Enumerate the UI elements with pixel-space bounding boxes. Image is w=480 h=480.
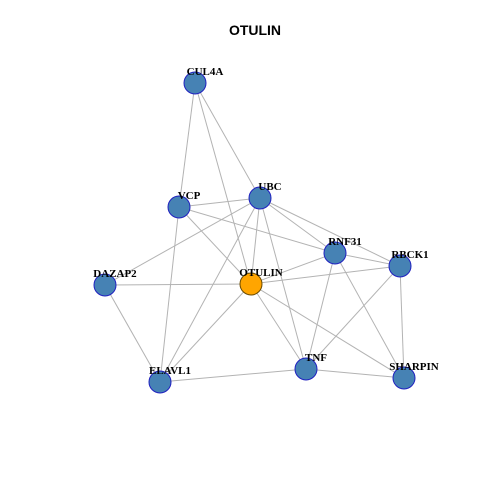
edge-tnf-sharpin [305, 368, 405, 379]
edge-cul4a-vcp [178, 82, 196, 208]
edge-ubc-elavl1 [159, 197, 261, 383]
edge-vcp-otulin [178, 206, 252, 285]
edge-layer [104, 82, 405, 383]
node-circle[interactable] [93, 273, 117, 297]
edge-rbck1-otulin [250, 265, 401, 285]
edge-vcp-ubc [178, 197, 261, 208]
node-dazap2[interactable]: DAZAP2 [93, 268, 137, 297]
edge-ubc-rnf31 [259, 197, 336, 254]
node-label: OTULIN [239, 267, 282, 279]
node-tnf[interactable]: TNF [294, 352, 327, 381]
node-circle[interactable] [323, 241, 347, 265]
node-circle[interactable] [248, 186, 272, 210]
edge-rnf31-tnf [305, 252, 336, 370]
node-circle[interactable] [388, 254, 412, 278]
edge-rnf31-sharpin [334, 252, 405, 379]
node-circle[interactable] [167, 195, 191, 219]
node-otulin[interactable]: OTULIN [239, 267, 283, 296]
edge-ubc-dazap2 [104, 197, 261, 286]
node-label: RBCK1 [391, 249, 428, 261]
node-label: SHARPIN [389, 361, 439, 373]
node-cul4a[interactable]: CUL4A [183, 66, 224, 95]
edge-vcp-elavl1 [159, 206, 180, 383]
node-vcp[interactable]: VCP [167, 190, 201, 219]
edge-cul4a-ubc [194, 82, 261, 199]
node-label: TNF [305, 352, 327, 364]
edge-rnf31-otulin [250, 252, 336, 285]
node-label: RNF31 [328, 236, 362, 248]
edge-dazap2-otulin [104, 283, 252, 286]
node-label: UBC [258, 181, 281, 193]
node-label: ELAVL1 [149, 365, 191, 377]
node-sharpin[interactable]: SHARPIN [389, 361, 439, 390]
edge-cul4a-otulin [194, 82, 252, 285]
node-circle[interactable] [239, 272, 263, 296]
edge-ubc-otulin [250, 197, 261, 285]
edge-rbck1-sharpin [399, 265, 405, 379]
node-circle[interactable] [183, 71, 207, 95]
edge-rbck1-tnf [305, 265, 401, 370]
node-rbck1[interactable]: RBCK1 [388, 249, 429, 278]
edge-otulin-elavl1 [159, 283, 252, 383]
node-elavl1[interactable]: ELAVL1 [148, 365, 191, 394]
node-circle[interactable] [148, 370, 172, 394]
node-label: VCP [178, 190, 201, 202]
edge-otulin-tnf [250, 283, 307, 370]
edge-ubc-rbck1 [259, 197, 401, 267]
edge-otulin-sharpin [250, 283, 405, 379]
graph-title: OTULIN [229, 22, 281, 38]
node-rnf31[interactable]: RNF31 [323, 236, 362, 265]
edge-dazap2-elavl1 [104, 284, 161, 383]
node-circle[interactable] [294, 357, 318, 381]
edge-tnf-elavl1 [159, 368, 307, 383]
node-ubc[interactable]: UBC [248, 181, 282, 210]
node-label: DAZAP2 [93, 268, 137, 280]
edge-ubc-tnf [259, 197, 307, 370]
node-circle[interactable] [392, 366, 416, 390]
node-label: CUL4A [187, 66, 224, 78]
